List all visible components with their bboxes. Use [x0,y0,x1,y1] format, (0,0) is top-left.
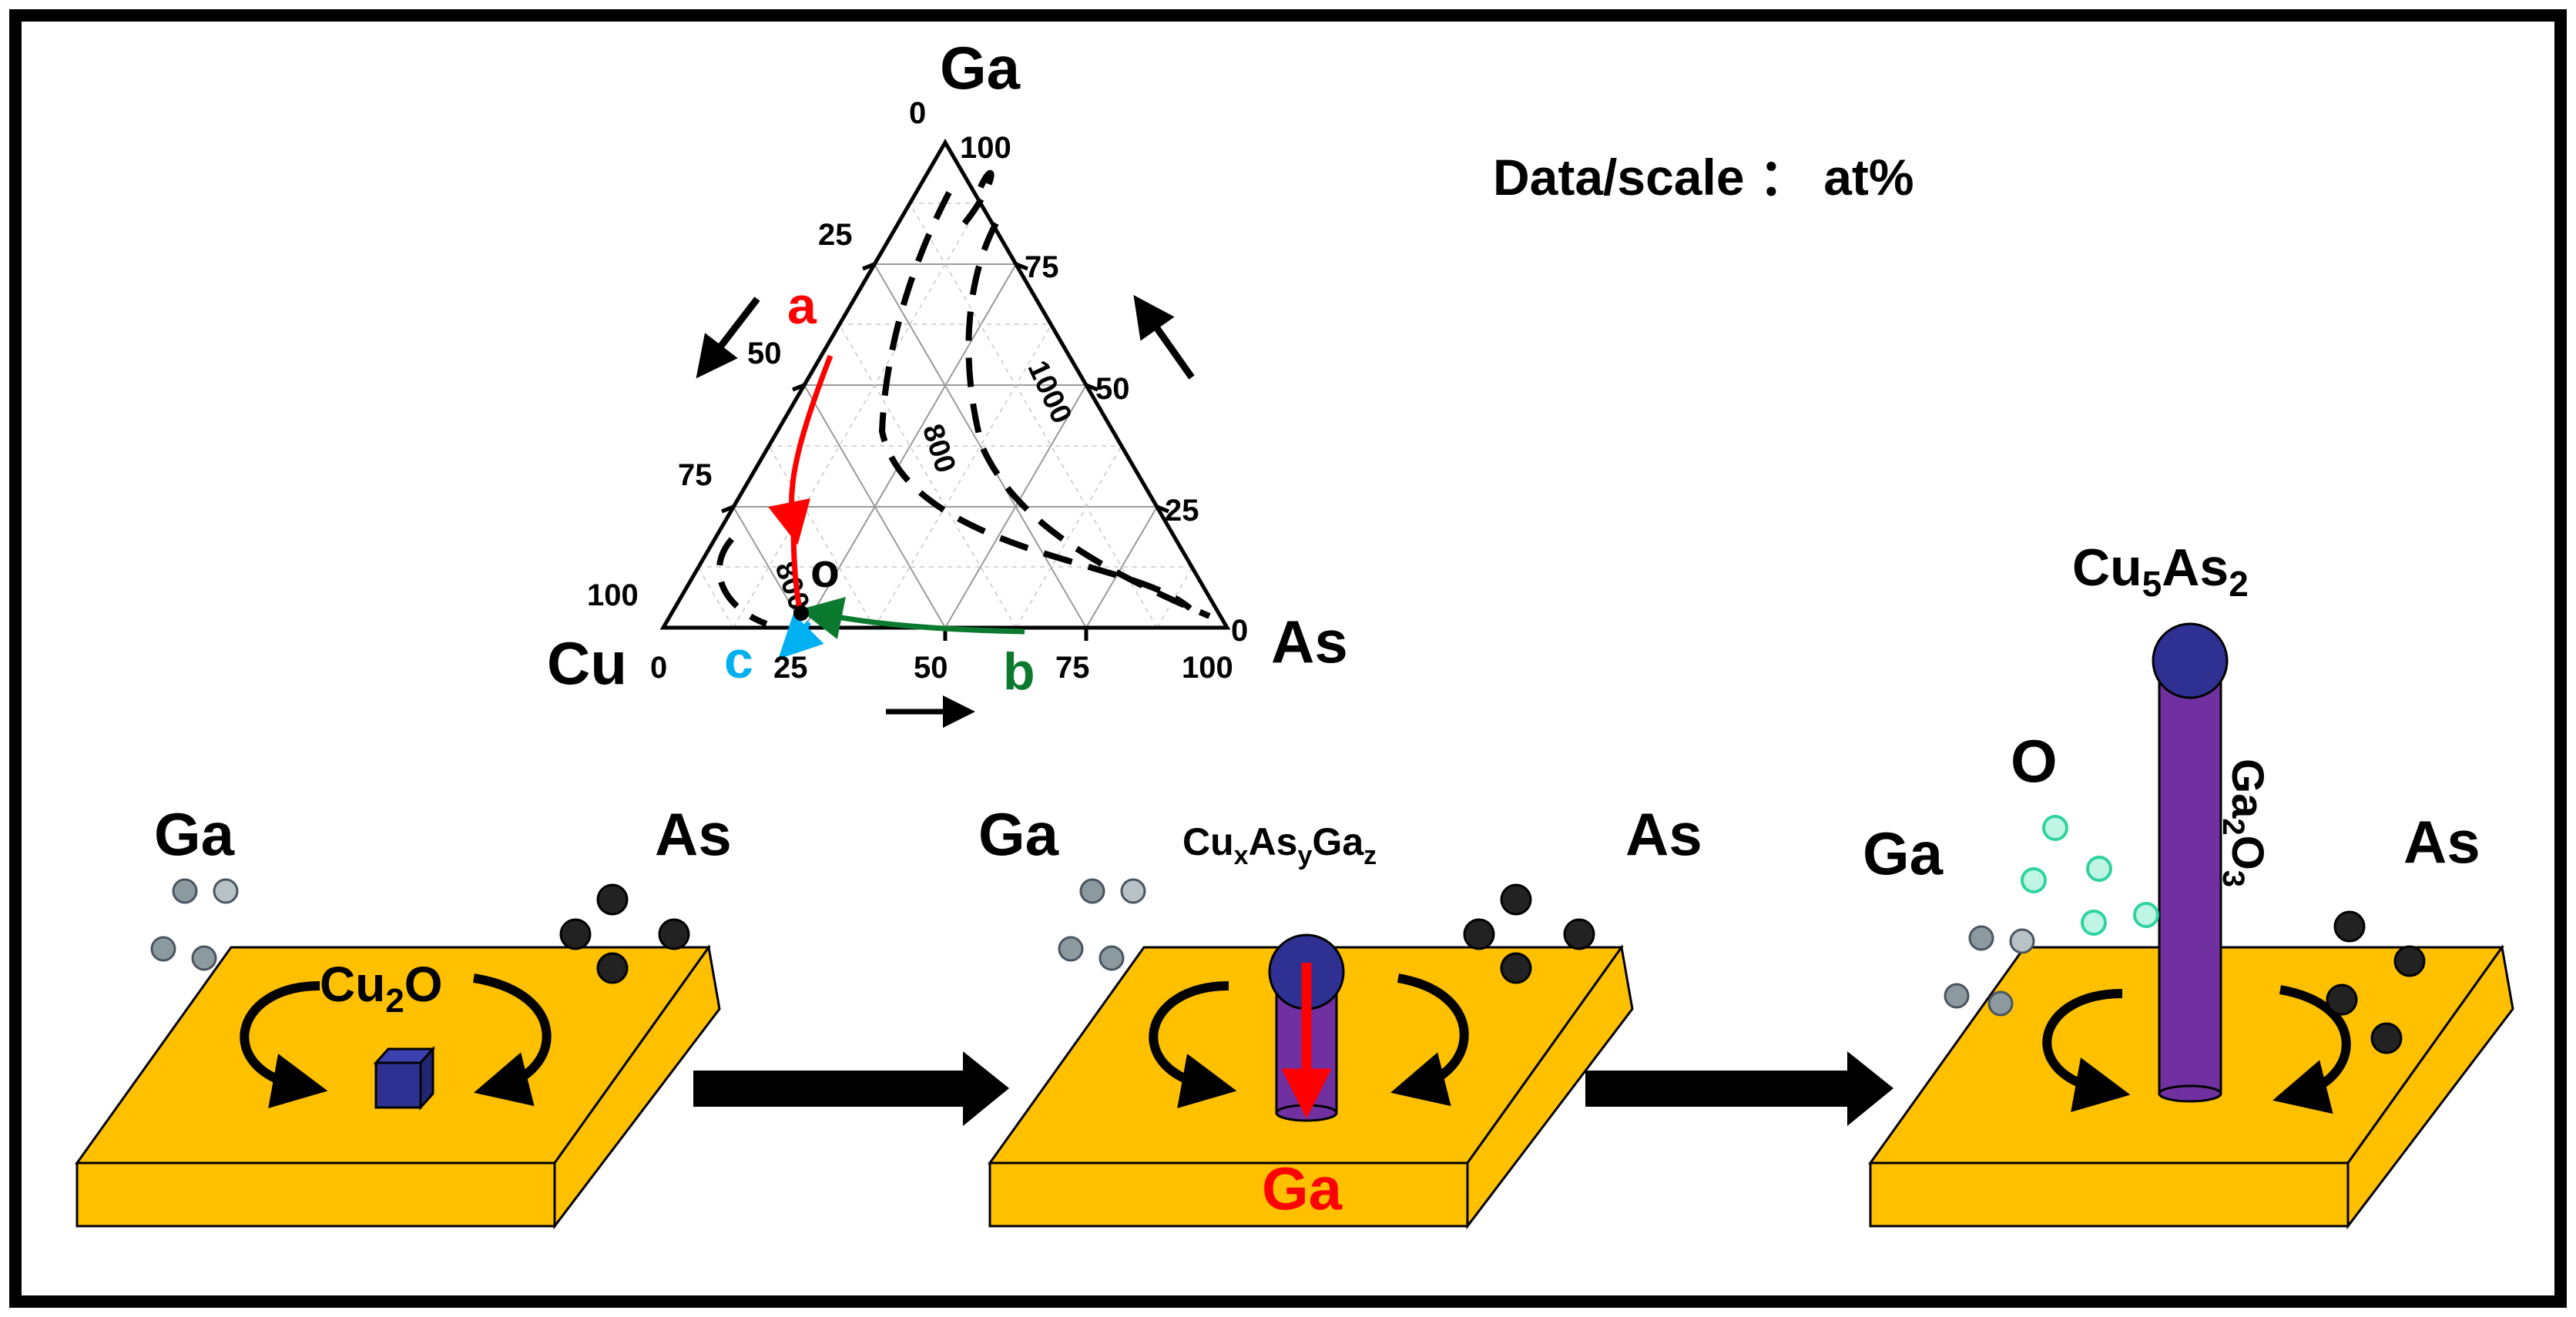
substrate-front-3 [1869,1161,2350,1228]
ga-atoms-2 [1058,878,1146,971]
right-tick-0: 0 [1231,614,1248,648]
point-o [793,605,809,621]
isotherm-800-right [878,191,1192,612]
process-arrow-1 [693,1051,1009,1126]
substrate-front-2 [988,1161,1469,1228]
direction-arrow-left [696,297,760,379]
bottom-tick-75: 75 [1055,651,1090,685]
panel-3: Cu5As2 Ga2O3 O Ga As [1863,538,2514,1230]
isotherm-800-left [716,537,768,627]
cu2o-cube [373,1046,436,1111]
ga-atoms-3 [1944,925,2035,1017]
left-tick-0: 0 [909,96,926,130]
ga-label-3: Ga [1863,819,1944,887]
path-a-arrow [768,354,834,545]
ga-red-label: Ga [1262,1154,1343,1222]
isotherm-curves [716,169,1211,627]
curl-arrow-right-1 [473,974,552,1107]
nanowire-long [2158,665,2222,1095]
substrate-front-1 [75,1161,556,1228]
process-arrow-2 [1585,1051,1893,1126]
ga-atoms-1 [150,878,239,971]
as-label-2: As [1625,800,1702,868]
vertex-label-as: As [1271,608,1348,675]
scale-note: Data/scale ： at% [1493,149,1914,206]
path-label-c: c [724,631,753,689]
right-tick-75: 75 [1025,250,1059,284]
ga-label-2: Ga [978,800,1059,868]
oxygen-label: O [2011,727,2058,795]
ga-label-1: Ga [154,800,235,868]
as-atoms-1 [559,883,690,984]
left-tick-50: 50 [747,337,782,370]
bottom-tick-25: 25 [773,651,808,685]
ternary-phase-diagram: 1000 800 800 Ga Cu As 0 25 50 75 100 100… [547,34,1348,728]
left-tick-75: 75 [678,458,713,492]
curl-arrow-right-3 [2272,985,2351,1114]
as-label-1: As [655,800,732,868]
cu5as2-droplet [2152,622,2229,699]
bottom-tick-100: 100 [1182,651,1233,685]
curl-arrow-left-2 [1149,981,1237,1108]
vertex-label-ga: Ga [940,34,1021,102]
ternary-fine-grid [697,203,1193,628]
left-tick-100: 100 [587,578,639,612]
bottom-tick-50: 50 [914,651,948,685]
path-label-b: b [1003,642,1035,701]
path-a-tail [790,523,803,609]
oxygen-atoms [2021,815,2159,936]
path-b-arrow [799,597,1025,639]
direction-arrow-right [1133,294,1195,380]
isotherm-1000 [965,222,1211,619]
curl-arrow-left-1 [240,981,328,1108]
panel-2: CuxAsyGaz Ga Ga As [978,800,1702,1230]
vertex-label-cu: Cu [547,629,627,697]
cu5as2-label: Cu5As2 [2072,538,2249,604]
bottom-tick-0: 0 [650,651,667,685]
right-tick-50: 50 [1095,372,1130,406]
right-tick-100: 100 [960,131,1011,165]
as-label-3: As [2403,808,2480,876]
left-tick-25: 25 [818,218,853,252]
alloy-label: CuxAsyGaz [1182,820,1377,870]
as-atoms-3 [2326,910,2426,1054]
cu2o-label: Cu2O [320,957,443,1020]
panel-1: Cu2O Ga As [75,800,732,1230]
as-atoms-2 [1463,883,1595,984]
curl-arrow-left-3 [2042,989,2131,1112]
path-label-a: a [787,276,817,335]
path-c-arrow [778,613,824,659]
curl-arrow-right-2 [1390,974,1469,1107]
ga2o3-label: Ga2O3 [2216,759,2272,887]
point-o-label: o [810,545,840,598]
right-tick-25: 25 [1165,494,1199,528]
